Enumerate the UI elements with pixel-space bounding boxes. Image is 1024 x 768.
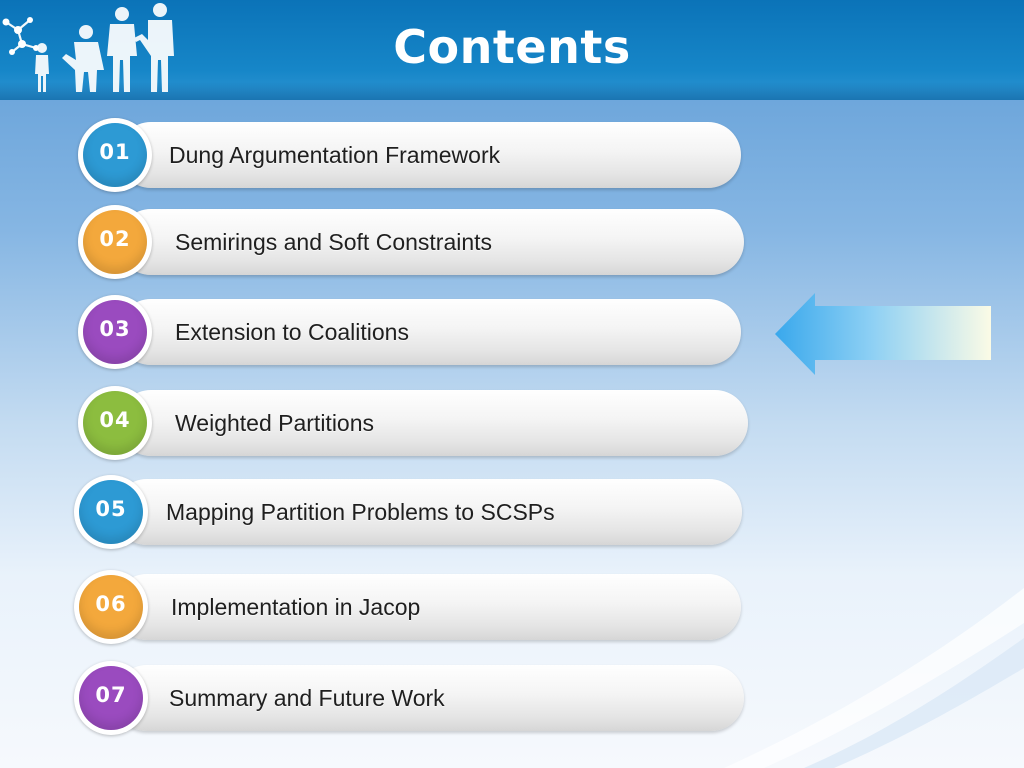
- header-band: [0, 82, 1024, 100]
- toc-pill[interactable]: [114, 574, 741, 640]
- business-people-silhouette: [35, 3, 174, 92]
- page-title: Contents: [393, 20, 631, 74]
- number-badge: 01: [83, 123, 147, 187]
- number-ring: 02: [78, 205, 152, 279]
- number-ring: 03: [78, 295, 152, 369]
- number-ring: 04: [78, 386, 152, 460]
- toc-item-label: Summary and Future Work: [169, 685, 445, 711]
- header-bar: Contents: [0, 0, 1024, 100]
- toc-item-label: Semirings and Soft Constraints: [175, 229, 493, 255]
- molecule-network-icon: [2, 17, 39, 55]
- toc-item-label: Mapping Partition Problems to SCSPs: [166, 499, 555, 525]
- left-arrow-icon: [775, 293, 991, 375]
- number-badge: 03: [83, 300, 147, 364]
- toc-pill[interactable]: [118, 299, 741, 365]
- number-badge: 07: [79, 666, 143, 730]
- toc-item-label: Extension to Coalitions: [175, 319, 409, 345]
- number-badge: 06: [79, 575, 143, 639]
- toc-pill[interactable]: [118, 122, 741, 188]
- number-ring: 01: [78, 118, 152, 192]
- number-badge: 02: [83, 210, 147, 274]
- toc-item-label: Weighted Partitions: [175, 410, 375, 436]
- toc-item-label: Implementation in Jacop: [171, 594, 421, 620]
- toc-item-label: Dung Argumentation Framework: [169, 142, 501, 168]
- number-badge: 05: [79, 480, 143, 544]
- number-ring: 06: [74, 570, 148, 644]
- number-badge: 04: [83, 391, 147, 455]
- toc-pill[interactable]: [114, 665, 744, 731]
- number-ring: 05: [74, 475, 148, 549]
- number-ring: 07: [74, 661, 148, 735]
- toc-pill[interactable]: [118, 209, 744, 275]
- toc-pill[interactable]: [114, 479, 742, 545]
- toc-pill[interactable]: [118, 390, 748, 456]
